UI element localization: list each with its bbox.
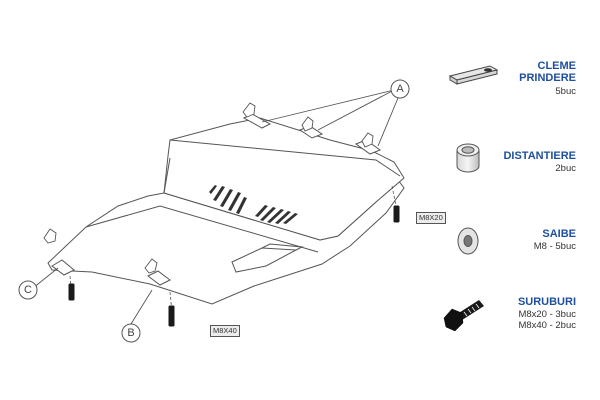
bolts-qty: M8x20 - 3buc M8x40 - 2buc <box>518 309 576 331</box>
clamps-qty: 5buc <box>555 86 576 97</box>
clamp-part-icon <box>448 65 499 85</box>
washers-label: SAIBE <box>542 228 576 240</box>
bolt-tag-m8x40: M8X40 <box>210 325 240 337</box>
washers-qty: M8 - 5buc <box>533 241 576 252</box>
bolts-label: SURUBURI <box>517 296 576 308</box>
callout-leaders <box>32 89 399 325</box>
spacers-label: DISTANTIERE <box>503 150 576 162</box>
clamps-label: CLEME PRINDERE <box>519 60 576 84</box>
skid-plate <box>47 117 405 305</box>
callout-circle-c <box>18 280 38 300</box>
callout-label-a: A <box>396 83 404 95</box>
installed-bolts <box>68 205 400 327</box>
bolt-tag-m8x20: M8X20 <box>416 212 446 224</box>
vent-slots <box>209 185 298 224</box>
spacer-part-icon <box>456 143 480 173</box>
clamp-clips <box>43 102 374 274</box>
spacers-qty: 2buc <box>555 163 576 174</box>
washer-part-icon <box>457 227 479 255</box>
callout-circle-b <box>121 323 141 343</box>
bolt-part-icon <box>443 300 484 332</box>
callout-circle-a <box>390 79 410 99</box>
callout-label-b: B <box>127 327 135 339</box>
callout-label-c: C <box>24 284 32 296</box>
